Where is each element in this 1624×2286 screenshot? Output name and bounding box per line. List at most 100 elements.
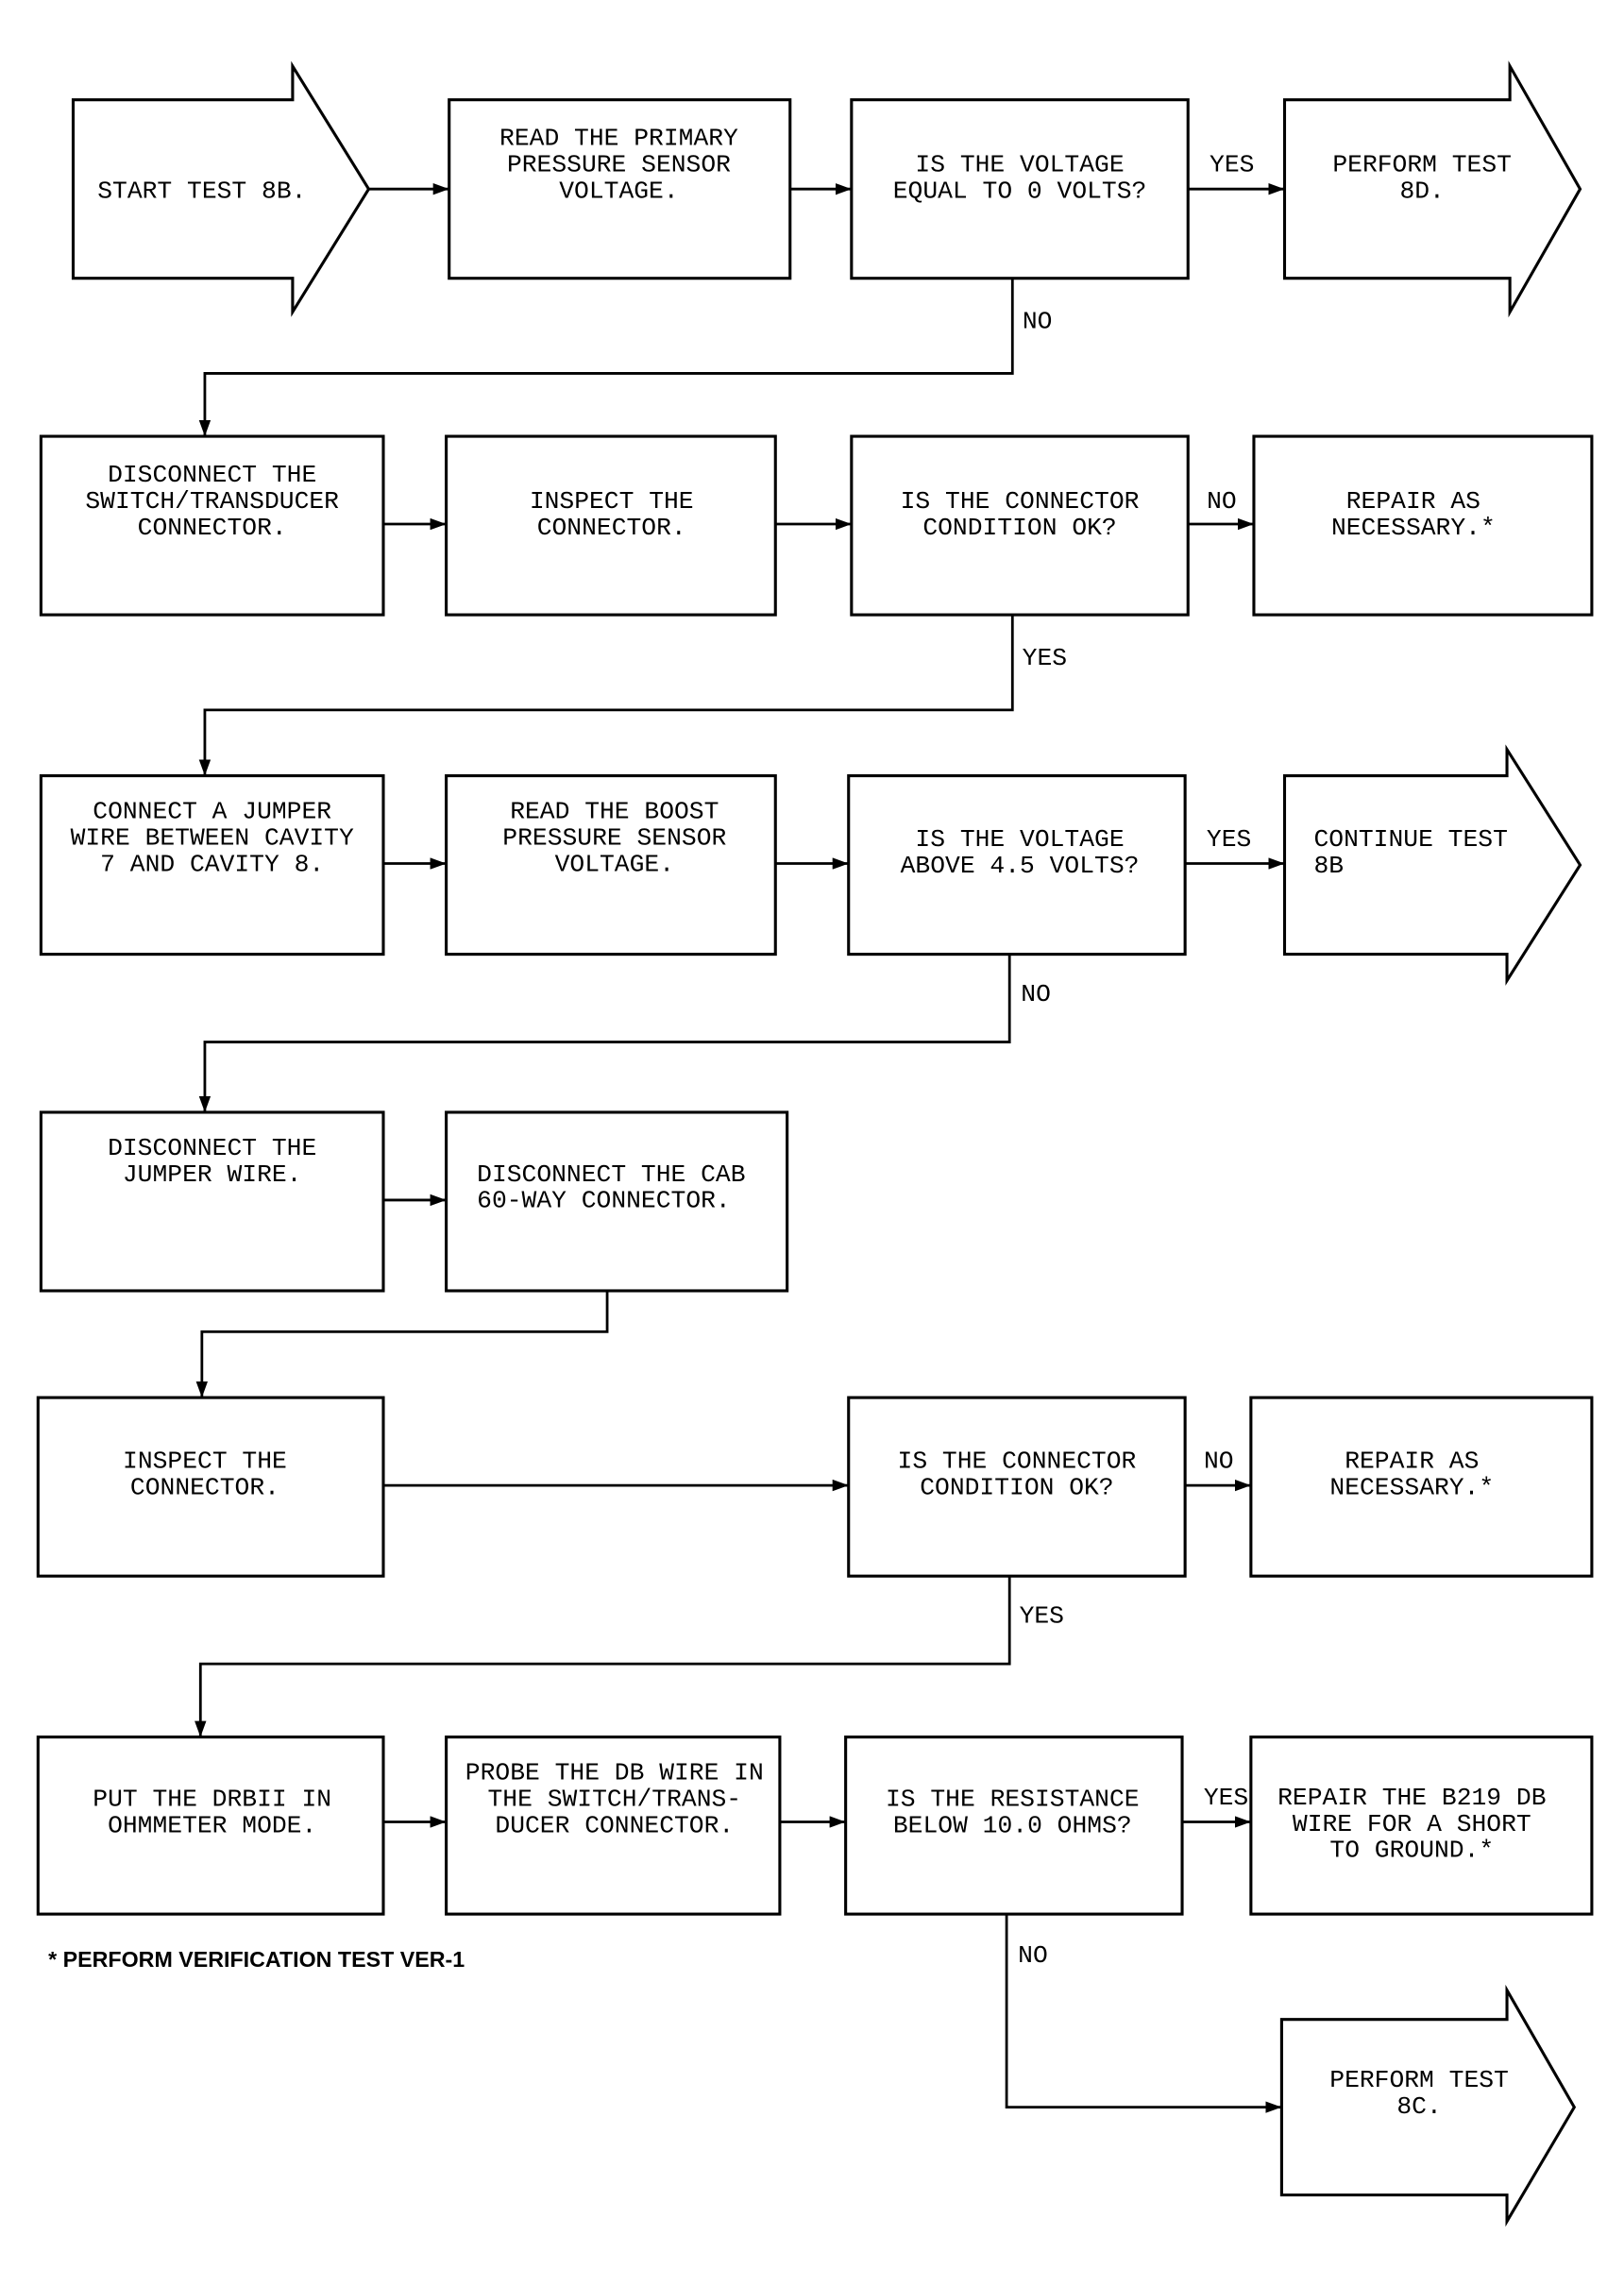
node-text-line: TO GROUND.* bbox=[1329, 1837, 1494, 1865]
node-text-line: SWITCH/TRANSDUCER bbox=[85, 487, 339, 516]
node-text-line: JUMPER WIRE. bbox=[123, 1160, 302, 1189]
footnote: * PERFORM VERIFICATION TEST VER-1 bbox=[48, 1947, 465, 1972]
node-text-line: READ THE PRIMARY bbox=[499, 125, 738, 153]
arrow-shape bbox=[1282, 60, 1582, 318]
arrow-shape bbox=[1279, 1984, 1577, 2227]
process-box-read-boost-voltage: READ THE BOOST PRESSURE SENSOR VOLTAGE. bbox=[445, 774, 777, 957]
box-shape bbox=[445, 1736, 782, 1916]
node-text-line: PRESSURE SENSOR bbox=[507, 151, 731, 179]
edge-label-yes: YES bbox=[1210, 151, 1254, 179]
connector-connector-ok-1-yes bbox=[198, 615, 1014, 776]
node-text-line: CONTINUE TEST bbox=[1313, 825, 1507, 854]
decision-box-connector-ok-1: IS THE CONNECTOR CONDITION OK? bbox=[850, 434, 1190, 617]
process-box-put-drbii-ohmmeter: PUT THE DRBII IN OHMMETER MODE. bbox=[36, 1736, 385, 1916]
node-text-line: CONDITION OK? bbox=[920, 1473, 1113, 1501]
decision-box-connector-ok-2: IS THE CONNECTOR CONDITION OK? bbox=[847, 1396, 1187, 1578]
node-text-line: DISCONNECT THE bbox=[108, 461, 316, 489]
node-text-line: PRESSURE SENSOR bbox=[502, 823, 726, 852]
process-box-inspect-connector-1: INSPECT THE CONNECTOR. bbox=[445, 434, 777, 617]
node-text-line: IS THE VOLTAGE bbox=[915, 825, 1124, 854]
edge-label-no: NO bbox=[1023, 307, 1053, 335]
node-text-line: PERFORM TEST bbox=[1332, 151, 1512, 179]
node-text-line: PUT THE DRBII IN bbox=[93, 1785, 331, 1813]
box-shape bbox=[39, 774, 385, 957]
process-box-repair-b219: REPAIR THE B219 DB WIRE FOR A SHORT TO G… bbox=[1249, 1736, 1594, 1916]
node-text-line: NECESSARY.* bbox=[1331, 514, 1496, 542]
node-text-line: IS THE CONNECTOR bbox=[898, 1448, 1137, 1476]
node-text-line: REPAIR AS bbox=[1346, 487, 1480, 516]
process-box-inspect-connector-2: INSPECT THE CONNECTOR. bbox=[36, 1396, 385, 1578]
process-box-disconnect-jumper: DISCONNECT THE JUMPER WIRE. bbox=[39, 1110, 385, 1293]
box-shape bbox=[448, 98, 792, 280]
node-text-line: NECESSARY.* bbox=[1329, 1473, 1494, 1501]
node-text-line: START TEST 8B. bbox=[97, 177, 306, 205]
node-text-line: DISCONNECT THE CAB bbox=[477, 1160, 745, 1189]
node-text-line: CONNECTOR. bbox=[138, 514, 287, 542]
edge-label-no: NO bbox=[1204, 1448, 1234, 1476]
node-text-line: REPAIR THE B219 DB bbox=[1277, 1784, 1546, 1812]
node-text-line: INSPECT THE bbox=[123, 1448, 287, 1476]
connector-connector-ok-2-yes bbox=[195, 1576, 1011, 1737]
node-text-line: PROBE THE DB WIRE IN bbox=[465, 1759, 764, 1787]
box-shape bbox=[850, 98, 1190, 280]
node-text-line: ABOVE 4.5 VOLTS? bbox=[901, 852, 1140, 880]
node-text-line: REPAIR AS bbox=[1345, 1448, 1479, 1476]
connector-cab-to-inspect bbox=[195, 1291, 609, 1398]
terminal-arrow-start-test-8b: START TEST 8B. bbox=[71, 60, 371, 317]
box-shape bbox=[445, 1110, 789, 1293]
node-text-line: WIRE FOR A SHORT bbox=[1293, 1810, 1531, 1838]
node-text-line: 7 AND CAVITY 8. bbox=[100, 850, 324, 878]
process-box-repair-2: REPAIR AS NECESSARY.* bbox=[1249, 1396, 1594, 1578]
decision-box-voltage-zero: IS THE VOLTAGE EQUAL TO 0 VOLTS? bbox=[850, 98, 1190, 280]
box-shape bbox=[850, 434, 1190, 617]
node-text-line: 60-WAY CONNECTOR. bbox=[477, 1187, 731, 1215]
process-box-disconnect-switch-connector: DISCONNECT THE SWITCH/TRANSDUCER CONNECT… bbox=[39, 434, 385, 617]
node-text-line: READ THE BOOST bbox=[510, 798, 719, 826]
process-box-repair-1: REPAIR AS NECESSARY.* bbox=[1252, 434, 1594, 617]
node-text-line: VOLTAGE. bbox=[555, 850, 674, 878]
process-box-read-primary-voltage: READ THE PRIMARY PRESSURE SENSOR VOLTAGE… bbox=[448, 98, 792, 280]
node-text-line: IS THE VOLTAGE bbox=[915, 151, 1124, 179]
node-text-line: 8D. bbox=[1399, 177, 1444, 205]
node-text-line: 8B bbox=[1313, 852, 1344, 880]
node-text-line: CONNECTOR. bbox=[537, 514, 686, 542]
box-shape bbox=[1249, 1396, 1594, 1578]
edge-label-no: NO bbox=[1018, 1941, 1048, 1970]
box-shape bbox=[36, 1396, 385, 1578]
box-shape bbox=[39, 434, 385, 617]
arrow-shape bbox=[71, 60, 371, 317]
node-text-line: CONNECTOR. bbox=[130, 1473, 279, 1501]
node-text-line: WIRE BETWEEN CAVITY bbox=[71, 823, 354, 852]
node-text-line: BELOW 10.0 OHMS? bbox=[893, 1811, 1132, 1839]
box-shape bbox=[39, 1110, 385, 1293]
node-text-line: VOLTAGE. bbox=[559, 177, 678, 205]
edge-label-no: NO bbox=[1021, 980, 1051, 1008]
node-text-line: OHMMETER MODE. bbox=[108, 1811, 316, 1839]
process-box-connect-jumper: CONNECT A JUMPER WIRE BETWEEN CAVITY 7 A… bbox=[39, 774, 385, 957]
node-text-line: DISCONNECT THE bbox=[108, 1134, 316, 1162]
node-text-line: EQUAL TO 0 VOLTS? bbox=[893, 177, 1147, 205]
box-shape bbox=[445, 774, 777, 957]
node-text-line: THE SWITCH/TRANS- bbox=[488, 1785, 742, 1813]
terminal-arrow-continue-test-8b: CONTINUE TEST 8B bbox=[1282, 744, 1582, 986]
process-box-probe-db-wire: PROBE THE DB WIRE IN THE SWITCH/TRANS- D… bbox=[445, 1736, 782, 1916]
connector-voltage-zero-no bbox=[198, 278, 1014, 437]
decision-box-resistance-below: IS THE RESISTANCE BELOW 10.0 OHMS? bbox=[844, 1736, 1184, 1916]
node-text-line: CONDITION OK? bbox=[922, 514, 1116, 542]
edge-label-yes: YES bbox=[1204, 1784, 1248, 1812]
process-box-disconnect-cab-connector: DISCONNECT THE CAB 60-WAY CONNECTOR. bbox=[445, 1110, 789, 1293]
node-text-line: 8C. bbox=[1396, 2092, 1441, 2121]
edge-label-yes: YES bbox=[1207, 825, 1251, 854]
box-shape bbox=[847, 774, 1187, 957]
edge-label-no: NO bbox=[1207, 487, 1237, 516]
decision-box-voltage-above: IS THE VOLTAGE ABOVE 4.5 VOLTS? bbox=[847, 774, 1187, 957]
node-text-line: DUCER CONNECTOR. bbox=[495, 1811, 734, 1839]
node-text-line: CONNECT A JUMPER bbox=[93, 798, 331, 826]
node-text-line: INSPECT THE bbox=[530, 487, 694, 516]
connector-resistance-below-no bbox=[1005, 1914, 1282, 2113]
box-shape bbox=[1252, 434, 1594, 617]
node-text-line: PERFORM TEST bbox=[1329, 2066, 1509, 2094]
arrow-shape bbox=[1282, 744, 1582, 986]
box-shape bbox=[1249, 1736, 1594, 1916]
